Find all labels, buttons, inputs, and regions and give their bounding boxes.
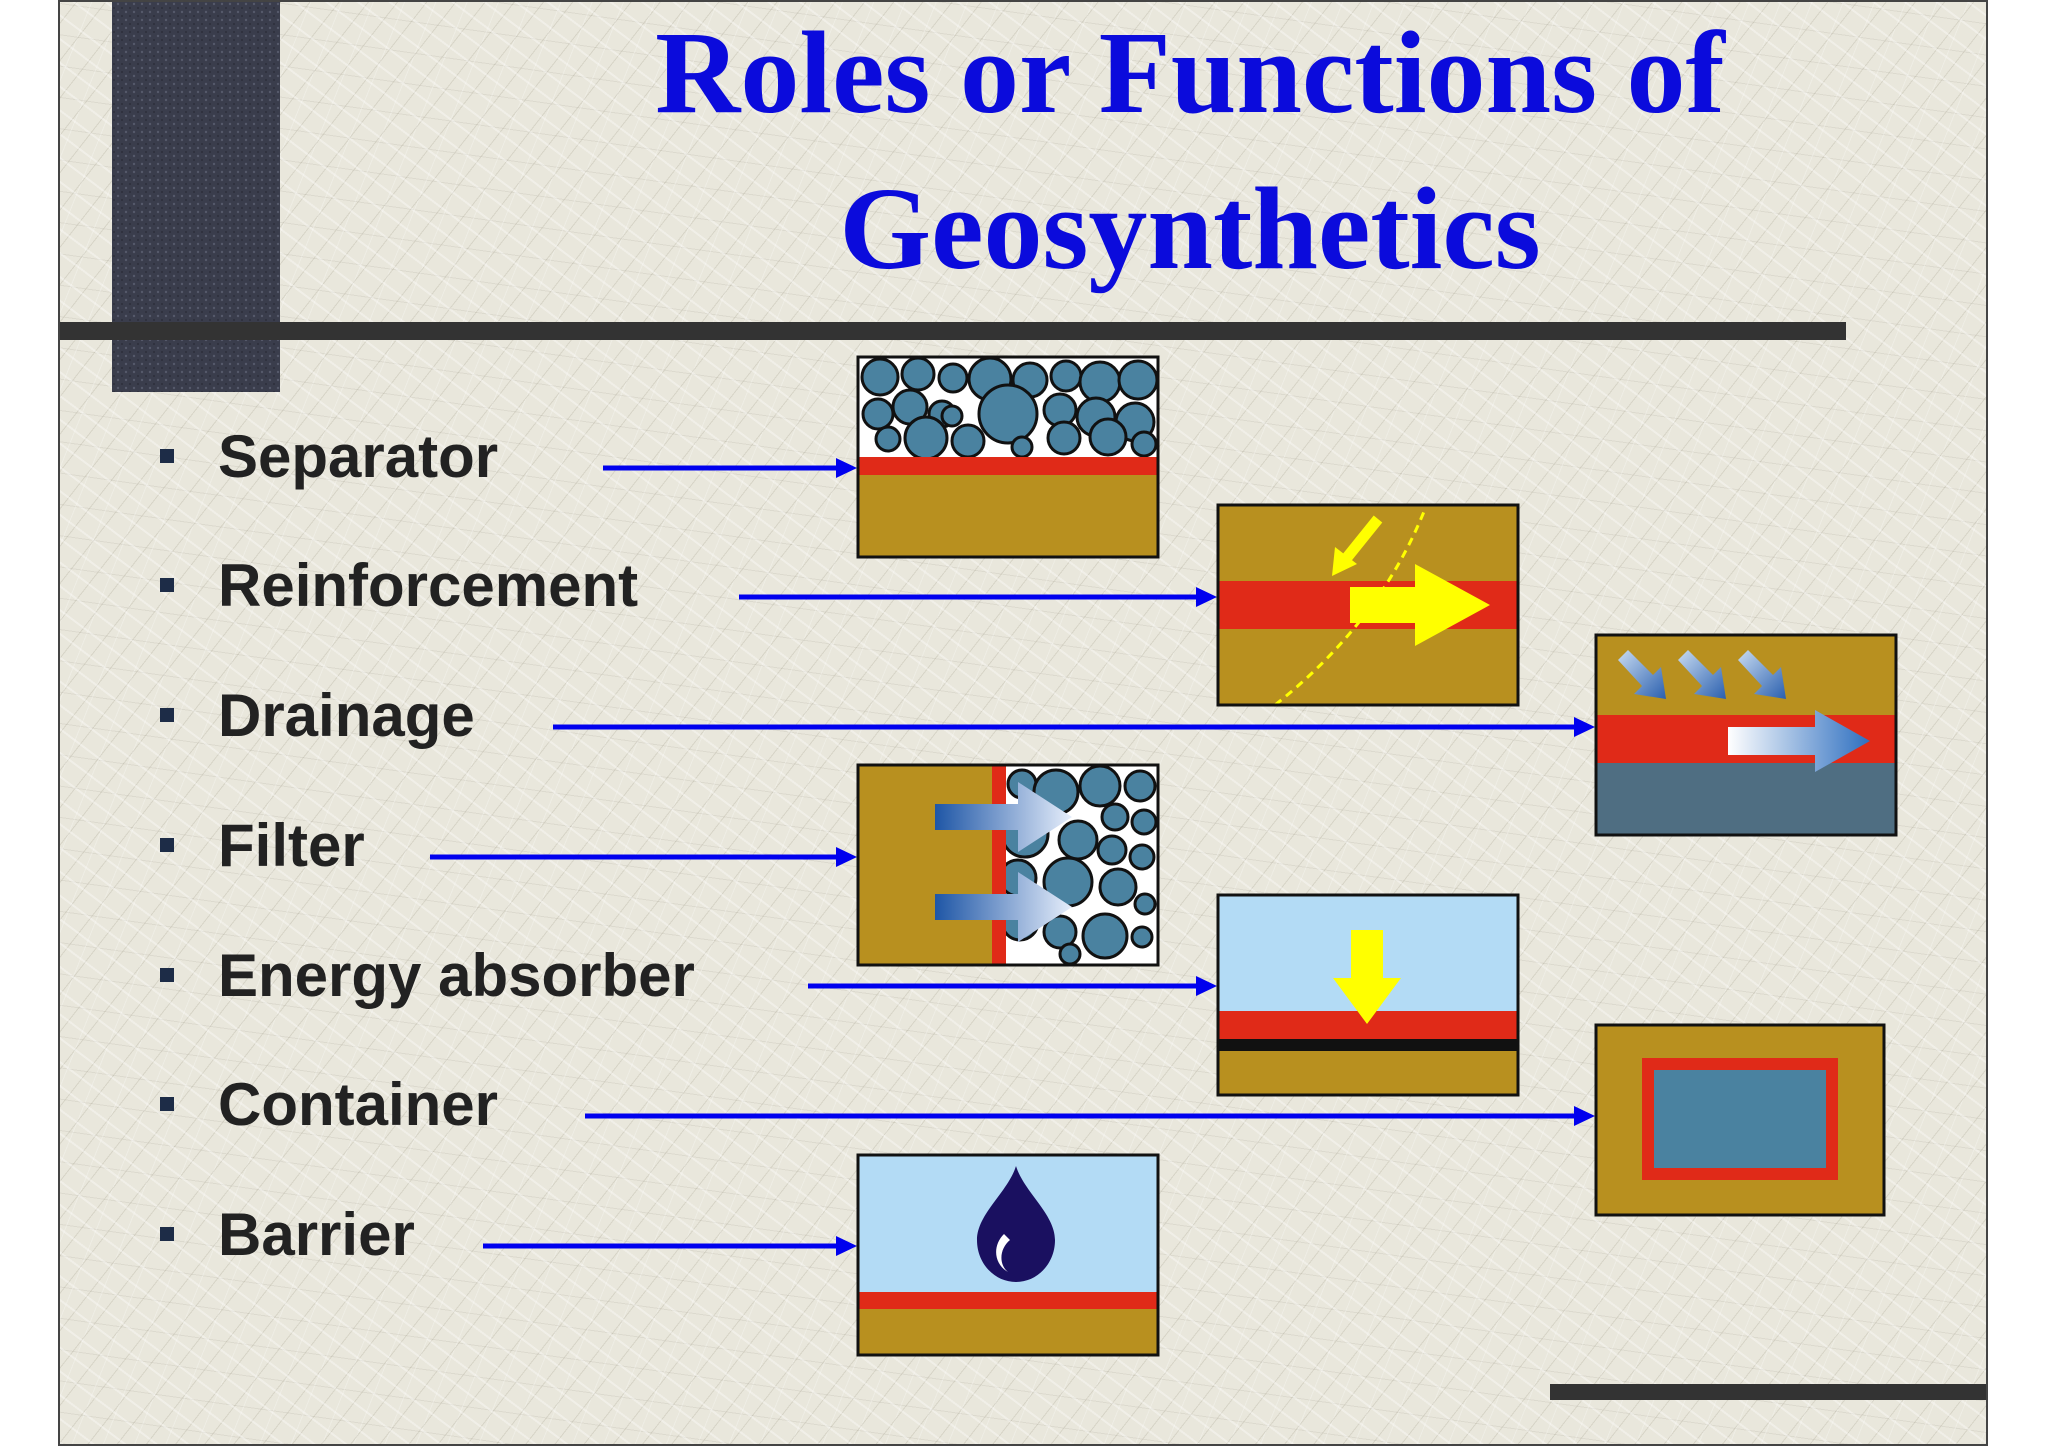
- function-item-barrier: Barrier: [160, 1199, 415, 1269]
- arrow-energy-absorber: [808, 976, 1217, 996]
- slide-title-line-1: Roles or Functions of: [655, 7, 1725, 138]
- bullet-icon: [160, 578, 174, 592]
- drainage-illustration: [1594, 633, 1898, 837]
- function-label: Container: [218, 1070, 499, 1138]
- function-label: Filter: [218, 811, 365, 879]
- bullet-icon: [160, 449, 174, 463]
- slide: Roles or Functions of Geosynthetics Sepa…: [58, 0, 1988, 1446]
- energy-absorber-illustration: [1216, 893, 1520, 1097]
- function-label: Energy absorber: [218, 941, 695, 1009]
- filter-illustration: [856, 763, 1160, 967]
- function-label: Barrier: [218, 1200, 415, 1268]
- footer-rule: [1550, 1384, 1986, 1400]
- function-item-reinforcement: Reinforcement: [160, 550, 638, 620]
- function-item-energy-absorber: Energy absorber: [160, 940, 695, 1010]
- arrow-filter: [430, 847, 857, 867]
- bullet-icon: [160, 708, 174, 722]
- arrow-container: [585, 1106, 1595, 1126]
- container-illustration: [1594, 1023, 1886, 1217]
- function-label: Drainage: [218, 681, 475, 749]
- function-item-drainage: Drainage: [160, 680, 475, 750]
- separator-illustration: [856, 355, 1160, 559]
- function-item-filter: Filter: [160, 810, 365, 880]
- slide-title-line-2: Geosynthetics: [839, 163, 1541, 294]
- slide-art: [60, 2, 1986, 1400]
- function-label: Reinforcement: [218, 551, 639, 619]
- arrow-reinforcement: [739, 587, 1217, 607]
- function-item-container: Container: [160, 1069, 498, 1139]
- connector-arrows: [430, 458, 1595, 1256]
- arrow-barrier: [483, 1236, 857, 1256]
- header-rule: [60, 322, 1846, 340]
- reinforcement-illustration: [1216, 503, 1520, 707]
- arrow-separator: [603, 458, 857, 478]
- decor-bars: [60, 2, 1986, 1400]
- barrier-illustration: [856, 1153, 1160, 1357]
- arrow-drainage: [553, 717, 1595, 737]
- bullet-icon: [160, 1097, 174, 1111]
- bullet-icon: [160, 1227, 174, 1241]
- bullet-icon: [160, 838, 174, 852]
- function-item-separator: Separator: [160, 421, 498, 491]
- function-label: Separator: [218, 422, 499, 490]
- bullet-icon: [160, 968, 174, 982]
